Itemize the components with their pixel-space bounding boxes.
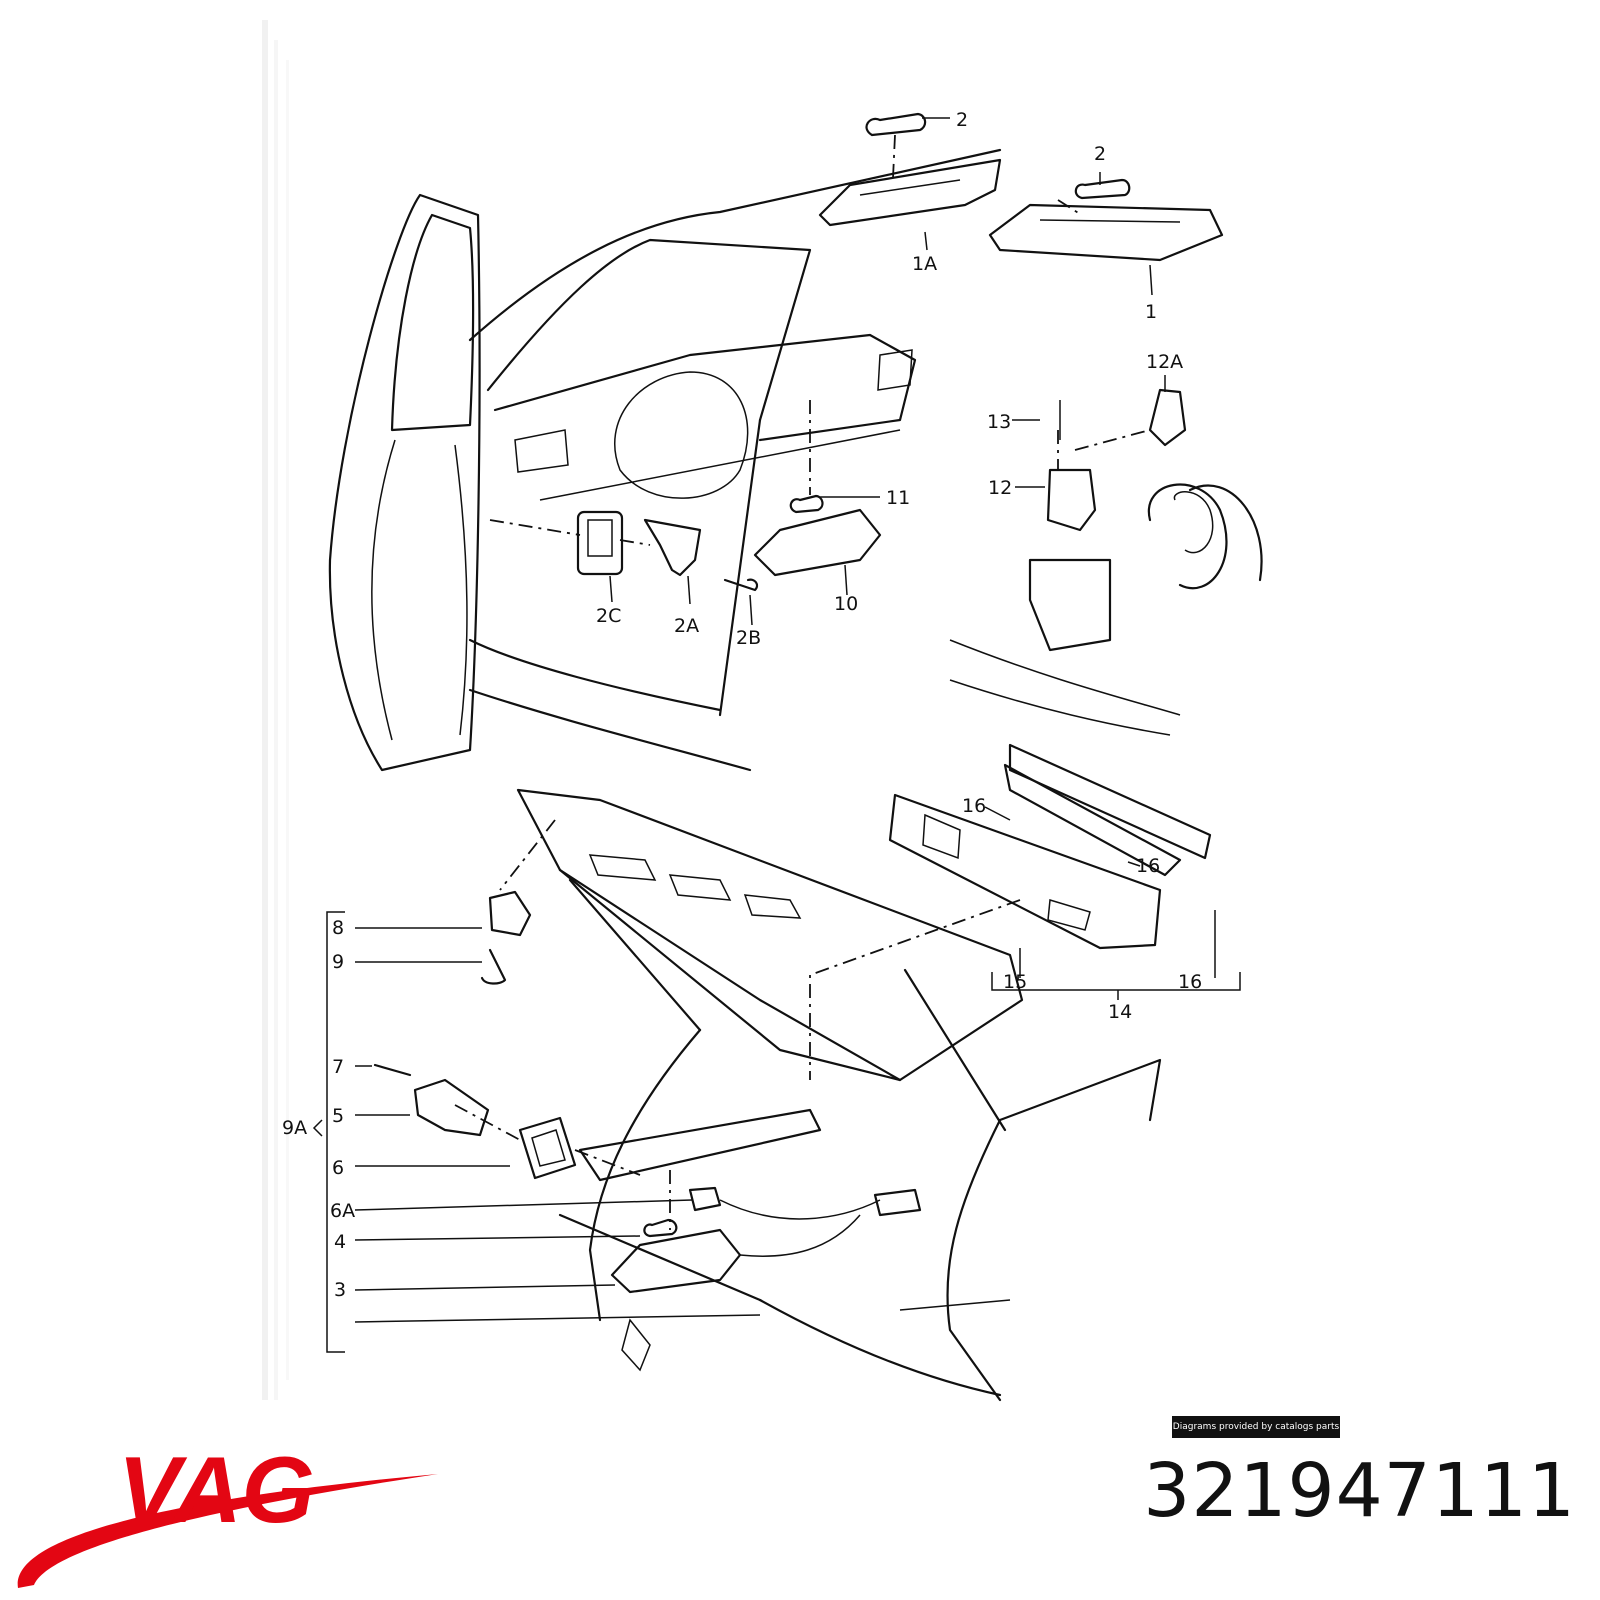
callout-8: 8 <box>332 917 344 939</box>
callout-16-lower: 16 <box>1178 971 1202 993</box>
callout-16-upper: 16 <box>962 795 986 817</box>
wiring-connector <box>688 1186 922 1257</box>
callout-6a: 6A <box>330 1200 355 1222</box>
credit-badge: Diagrams provided by catalogs parts <box>1172 1416 1340 1438</box>
rear-body <box>558 1028 1162 1402</box>
callout-12: 12 <box>988 477 1012 499</box>
roof-lamp-1a <box>818 112 1002 227</box>
bracket-8 <box>488 890 532 937</box>
callout-5: 5 <box>332 1105 344 1127</box>
callout-2-right: 2 <box>1094 143 1106 165</box>
callout-2-top: 2 <box>956 109 968 131</box>
luggage-lamp-3 <box>610 1218 742 1294</box>
callout-2b: 2B <box>736 627 761 649</box>
logo-swoosh <box>17 1474 438 1588</box>
part-number: 321947111 <box>1143 1448 1576 1534</box>
vag-logo: VAG <box>17 1437 438 1588</box>
switch-2a <box>643 518 702 577</box>
lamp-holder-5 <box>413 1078 490 1137</box>
callout-1: 1 <box>1145 301 1157 323</box>
screw-2b <box>723 578 759 592</box>
cabin-body <box>468 148 1181 772</box>
gasket-6 <box>518 1116 577 1180</box>
callout-2c: 2C <box>596 605 621 627</box>
front-door <box>328 193 481 772</box>
callout-6: 6 <box>332 1157 344 1179</box>
callout-9a: 9A <box>282 1117 307 1139</box>
print-grain <box>262 20 289 1400</box>
callout-11: 11 <box>886 487 910 509</box>
glovebox-lamp <box>753 494 882 577</box>
callout-2a: 2A <box>674 615 699 637</box>
callout-9: 9 <box>332 951 344 973</box>
callout-14: 14 <box>1108 1001 1132 1023</box>
shelf <box>578 1108 822 1182</box>
roof-lamp-1 <box>988 178 1224 262</box>
callout-1a: 1A <box>912 253 937 275</box>
callout-12a: 12A <box>1146 351 1183 373</box>
switch-2c <box>576 510 624 576</box>
tailgate-lamp-housing <box>888 743 1212 950</box>
callout-3: 3 <box>334 1279 346 1301</box>
alignment-lines <box>454 134 1151 1230</box>
callout-10: 10 <box>834 593 858 615</box>
logo-text: VAG <box>118 1437 315 1542</box>
door-contact-switch <box>1028 388 1263 652</box>
callout-13: 13 <box>987 411 1011 433</box>
callout-labels: 2 2 1A 1 12A 13 12 11 10 2C 2A 2B 16 16 … <box>282 109 1202 1301</box>
callout-4: 4 <box>334 1231 346 1253</box>
tailgate <box>516 788 1024 1132</box>
callout-7: 7 <box>332 1056 344 1078</box>
leader-lines <box>312 117 1241 1353</box>
screw-7 <box>373 1063 412 1077</box>
callout-15: 15 <box>1003 971 1027 993</box>
screw-9 <box>480 948 507 985</box>
callout-16-middle: 16 <box>1136 855 1160 877</box>
